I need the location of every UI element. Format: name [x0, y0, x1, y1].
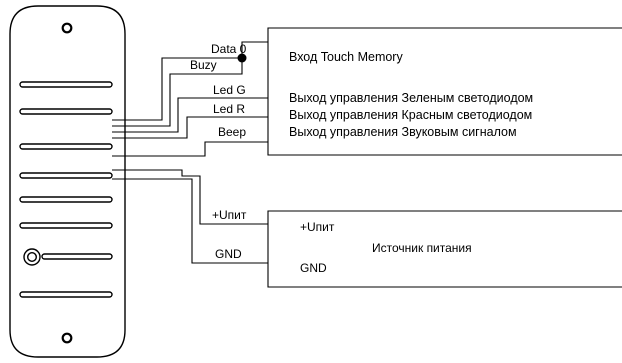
reader-slot: [19, 81, 113, 88]
reader-slot: [41, 253, 113, 260]
reader-slot: [19, 291, 113, 298]
wire-label-beep: Beep: [218, 125, 246, 139]
reader-body: [9, 5, 126, 358]
wire-label-buzy: Buzy: [190, 58, 217, 72]
wire-labels: Data 0 Buzy Led G Led R Beep +Uпит GND: [190, 42, 247, 261]
wire-led-g: [112, 97, 268, 133]
wire-led-r: [112, 116, 268, 139]
wire-power-plus: [112, 169, 268, 225]
reader-slot: [19, 143, 113, 150]
power-supply-box: +Uпит Источник питания GND: [267, 210, 622, 288]
power-box-plus-label: +Uпит: [300, 220, 335, 234]
touch-memory-contact-icon: [23, 248, 41, 266]
controller-box-outline: [267, 27, 622, 156]
controller-red-led-label: Выход управления Красным светодиодом: [289, 108, 532, 122]
reader-slot: [19, 108, 113, 115]
controller-touch-memory-label: Вход Touch Memory: [289, 50, 403, 64]
reader-bottom-screw-icon: [61, 332, 73, 344]
controller-green-led-label: Выход управления Зеленым светодиодом: [289, 91, 533, 105]
wire-beep: [112, 141, 268, 157]
power-box-outline: [267, 210, 622, 288]
reader-device: [9, 5, 126, 358]
power-box-title: Источник питания: [372, 241, 472, 255]
reader-slot: [19, 222, 113, 229]
wire-junction-dot: [237, 53, 247, 63]
wire-label-power-plus: +Uпит: [212, 208, 247, 222]
wire-data0: [112, 41, 268, 121]
reader-slot: [19, 196, 113, 203]
power-box-gnd-label: GND: [300, 261, 327, 275]
wire-label-gnd: GND: [215, 247, 242, 261]
controller-box: Вход Touch Memory Выход управления Зелен…: [267, 27, 622, 156]
wire-label-led-r: Led R: [213, 102, 245, 116]
wire-label-data0: Data 0: [211, 42, 247, 56]
controller-sound-label: Выход управления Звуковым сигналом: [289, 125, 517, 139]
wire-gnd: [112, 178, 268, 264]
wire-label-led-g: Led G: [213, 83, 246, 97]
reader-slot: [19, 172, 113, 179]
wire-buzy: [112, 58, 243, 127]
wires: [112, 41, 268, 264]
reader-top-screw-icon: [61, 22, 73, 34]
